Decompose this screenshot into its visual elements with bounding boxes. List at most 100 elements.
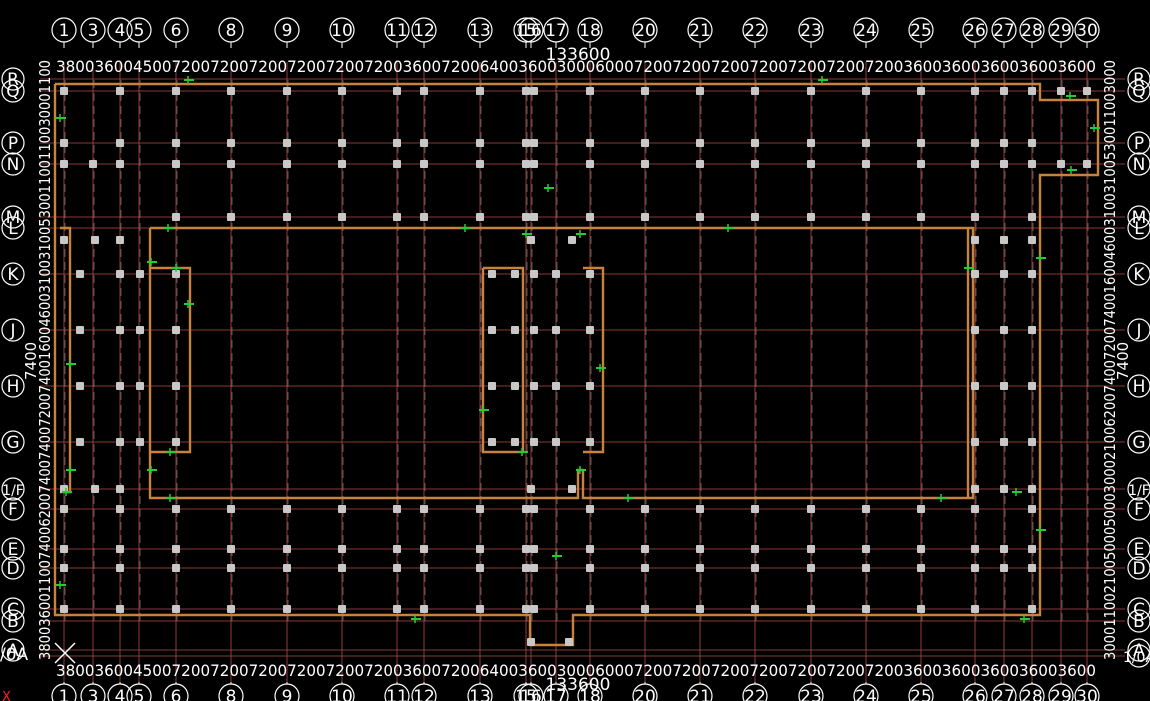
column-axis-label: 3 [88, 687, 99, 701]
structural-column [1000, 545, 1008, 553]
structural-column [971, 326, 979, 334]
column-axis-label: 5 [134, 21, 145, 41]
column-axis-label: 23 [800, 687, 822, 701]
row-axis-bubble-left [1, 497, 25, 521]
structural-column [338, 505, 346, 513]
row-axis-label-right: 1/0A [1123, 650, 1150, 666]
structural-column [917, 213, 925, 221]
structural-column [862, 545, 870, 553]
structural-column [227, 213, 235, 221]
structural-column [476, 564, 484, 572]
structural-column [420, 160, 428, 168]
structural-column [91, 485, 99, 493]
structural-column [1028, 213, 1036, 221]
structural-column [283, 213, 291, 221]
structural-column [227, 605, 235, 613]
structural-column [917, 545, 925, 553]
column-axis-label: 27 [993, 687, 1015, 701]
structural-column [917, 139, 925, 147]
structural-column [586, 564, 594, 572]
structural-column [917, 605, 925, 613]
structural-column [696, 505, 704, 513]
column-axis-label: 8 [226, 687, 237, 701]
structural-column [420, 605, 428, 613]
structural-column [696, 160, 704, 168]
right-dimension-string: 3000110021005000500030002100620074007200… [1101, 60, 1119, 660]
structural-column [1057, 160, 1065, 168]
structural-column [568, 485, 576, 493]
structural-column [172, 605, 180, 613]
structural-column [1000, 382, 1008, 390]
structural-column [807, 545, 815, 553]
left-dimension-string: 3800360011007400620074007400720074001600… [36, 60, 54, 660]
structural-column [641, 564, 649, 572]
column-axis-label: 26 [964, 21, 986, 41]
row-axis-bubble-left [1, 477, 25, 501]
structural-column [586, 382, 594, 390]
structural-column [1000, 326, 1008, 334]
structural-column [530, 270, 538, 278]
structural-column [172, 270, 180, 278]
row-axis-bubble-right [1127, 609, 1150, 633]
row-axis-bubble-left [1, 262, 25, 286]
structural-column [283, 160, 291, 168]
column-axis-label: 9 [282, 21, 293, 41]
origin-marker: X [2, 690, 11, 701]
structural-column [1057, 87, 1065, 95]
row-axis-label-left: Q [6, 82, 19, 102]
row-axis-bubble-right [1127, 477, 1150, 501]
structural-column [511, 382, 519, 390]
row-axis-bubble-left [1, 318, 25, 342]
structural-column [420, 564, 428, 572]
top-dimension-string: 3800360045007200720072007200720072003600… [56, 57, 1096, 76]
structural-column [530, 505, 538, 513]
structural-column [1000, 139, 1008, 147]
row-axis-bubble-left [1, 597, 25, 621]
structural-column [116, 485, 124, 493]
row-axis-bubble-right [1127, 318, 1150, 342]
structural-column [522, 87, 530, 95]
row-axis-label-right: F [1134, 500, 1144, 520]
column-axis-label: 11 [386, 21, 408, 41]
column-axis-label: 16 [520, 687, 542, 701]
structural-column [527, 236, 535, 244]
structural-column [917, 505, 925, 513]
column-axis-label: 6 [171, 21, 182, 41]
column-axis-label: 29 [1050, 21, 1072, 41]
structural-column [862, 213, 870, 221]
structural-column [641, 505, 649, 513]
column-axis-label: 22 [744, 687, 766, 701]
structural-column [116, 87, 124, 95]
row-axis-label-right: 1/F [1128, 483, 1150, 499]
structural-column [862, 87, 870, 95]
structural-column [1028, 326, 1036, 334]
structural-column [393, 505, 401, 513]
structural-column [530, 139, 538, 147]
structural-column [1000, 438, 1008, 446]
structural-column [696, 139, 704, 147]
structural-column [476, 87, 484, 95]
column-axis-label: 17 [545, 687, 567, 701]
structural-column [338, 87, 346, 95]
structural-column [751, 505, 759, 513]
left-row-label-1-0a: /0A [0, 645, 29, 665]
structural-column [641, 139, 649, 147]
structural-column [476, 505, 484, 513]
structural-column [522, 605, 530, 613]
row-axis-label-right: B [1133, 612, 1145, 632]
row-axis-label-left: 1/F [2, 483, 24, 499]
structural-column [172, 545, 180, 553]
structural-column [862, 160, 870, 168]
structural-column [393, 545, 401, 553]
column-axis-label: 21 [689, 687, 711, 701]
structural-column [511, 438, 519, 446]
structural-column [565, 638, 573, 646]
structural-column [751, 213, 759, 221]
structural-column [971, 485, 979, 493]
bottom-dimension-string: 3800360045007200720072007200720072003600… [56, 661, 1096, 680]
structural-column [393, 605, 401, 613]
column-axis-label: 16 [520, 21, 542, 41]
structural-column [751, 605, 759, 613]
row-axis-label-left: D [6, 559, 19, 579]
